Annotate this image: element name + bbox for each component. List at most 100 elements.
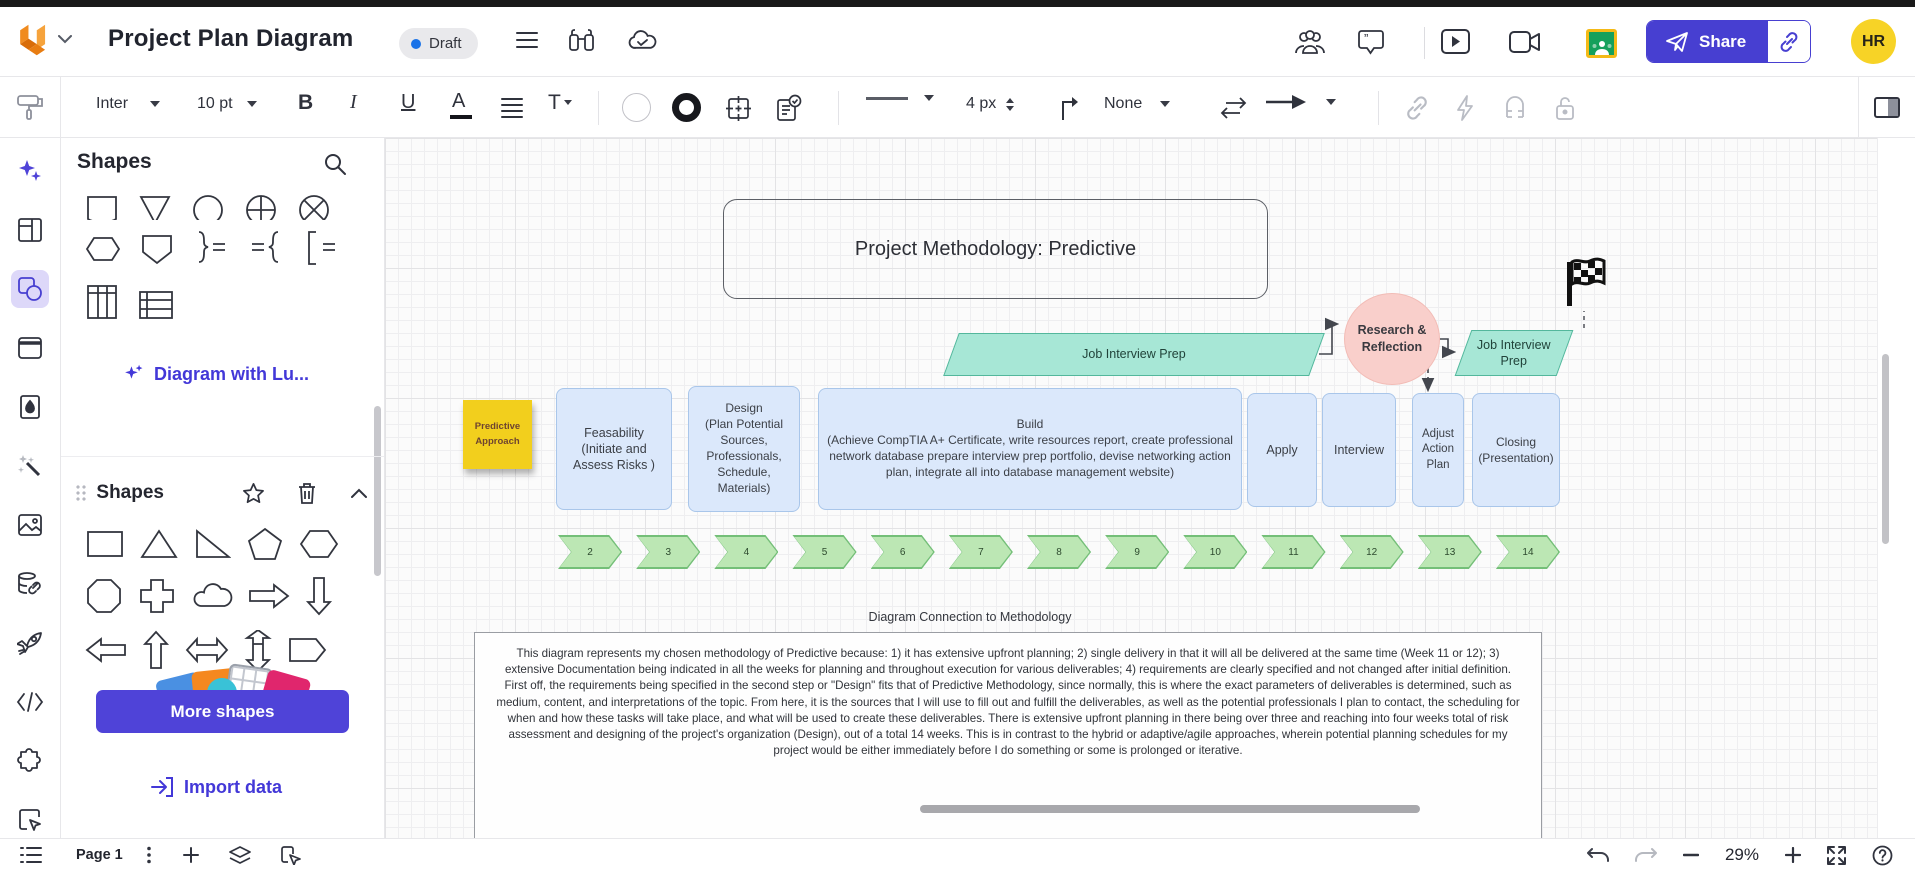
canvas-vertical-scrollbar[interactable] xyxy=(1877,138,1893,838)
code-embed-icon[interactable] xyxy=(11,683,49,721)
process-parallelogram[interactable]: Job Interview Prep xyxy=(943,333,1325,376)
text-style-dropdown[interactable]: T xyxy=(548,91,572,115)
arrowhead-dropdown[interactable] xyxy=(1266,95,1336,109)
phase-box-design[interactable]: Design (Plan Potential Sources, Professi… xyxy=(688,386,800,512)
zoom-level[interactable]: 29% xyxy=(1724,845,1759,864)
shape-rectangle[interactable] xyxy=(85,527,125,561)
find-binoculars-icon[interactable] xyxy=(568,27,595,53)
underline-button[interactable]: U xyxy=(401,91,416,113)
diagram-with-lucid-ai-link[interactable]: Diagram with Lu... xyxy=(61,363,371,385)
bold-button[interactable]: B xyxy=(298,91,314,114)
shape-arrow-left-right[interactable] xyxy=(185,636,229,664)
collapse-chevron-icon[interactable] xyxy=(351,488,367,498)
lock-icon[interactable] xyxy=(1553,94,1577,122)
follow-cursor-icon[interactable] xyxy=(280,845,301,865)
week-chevron[interactable]: 11 xyxy=(1261,535,1325,569)
shape-bracket-left[interactable] xyxy=(303,230,339,266)
text-align-icon[interactable] xyxy=(500,96,524,118)
zoom-in-button[interactable] xyxy=(1785,847,1801,863)
copy-link-button[interactable] xyxy=(1768,21,1811,62)
week-chevron[interactable]: 3 xyxy=(636,535,700,569)
line-style-dropdown[interactable] xyxy=(866,95,934,101)
pages-list-icon[interactable] xyxy=(20,846,42,864)
scrollbar-thumb[interactable] xyxy=(1882,354,1889,544)
share-button[interactable]: Share xyxy=(1646,20,1812,63)
methodology-note-box[interactable]: This diagram represents my chosen method… xyxy=(474,632,1542,838)
fill-color-swatch[interactable] xyxy=(622,93,651,122)
shape-triangle-down[interactable] xyxy=(138,193,172,220)
shape-arrow-up-down[interactable] xyxy=(244,630,272,670)
swap-arrows-icon[interactable] xyxy=(1218,95,1248,121)
lucid-logo-icon[interactable] xyxy=(16,21,52,59)
line-end-dropdown[interactable]: None xyxy=(1104,95,1171,113)
layout-panel-icon[interactable] xyxy=(11,211,49,249)
shape-table-columns[interactable] xyxy=(85,284,119,320)
diagram-canvas[interactable]: Project Methodology: Predictive Job Inte… xyxy=(385,138,1893,838)
shape-table-rows[interactable] xyxy=(138,290,174,320)
shape-cloud[interactable] xyxy=(191,580,233,612)
quick-actions-lightning-icon[interactable] xyxy=(1454,94,1476,122)
magic-wand-icon[interactable] xyxy=(11,447,49,485)
week-chevron[interactable]: 9 xyxy=(1105,535,1169,569)
ink-document-icon[interactable] xyxy=(11,388,49,426)
week-chevron[interactable]: 4 xyxy=(714,535,778,569)
phase-box-build[interactable]: Build (Achieve CompTIA A+ Certificate, w… xyxy=(818,388,1242,510)
right-panel-toggle[interactable] xyxy=(1858,77,1915,137)
page-tab[interactable]: Page 1 xyxy=(76,847,123,863)
week-chevron[interactable]: 12 xyxy=(1340,535,1404,569)
shape-octagon[interactable] xyxy=(85,577,123,615)
more-shapes-button[interactable]: More shapes xyxy=(96,690,349,733)
stroke-color-swatch[interactable] xyxy=(672,93,701,122)
logo-menu-caret-icon[interactable] xyxy=(58,35,72,44)
hyperlink-icon[interactable] xyxy=(1404,95,1430,121)
comments-icon[interactable]: ” xyxy=(1356,29,1386,57)
week-chevron[interactable]: 2 xyxy=(558,535,622,569)
shape-arrow-left[interactable] xyxy=(85,636,127,664)
shape-card[interactable] xyxy=(85,193,119,220)
add-page-button[interactable] xyxy=(182,847,199,863)
shape-shield-down[interactable] xyxy=(140,232,174,266)
redo-icon[interactable] xyxy=(1634,847,1657,863)
research-reflection-circle[interactable]: Research & Reflection xyxy=(1344,293,1440,385)
undo-icon[interactable] xyxy=(1586,847,1609,863)
zoom-out-button[interactable] xyxy=(1682,853,1699,857)
user-avatar[interactable]: HR xyxy=(1851,19,1896,64)
help-icon[interactable] xyxy=(1872,845,1893,866)
search-icon[interactable] xyxy=(323,152,347,176)
page-menu-dots-icon[interactable] xyxy=(146,846,151,864)
phase-box-adjust-action-plan[interactable]: Adjust Action Plan xyxy=(1412,393,1464,507)
process-parallelogram[interactable]: Job Interview Prep xyxy=(1454,330,1574,376)
google-classroom-icon[interactable] xyxy=(1586,29,1617,58)
week-chevron[interactable]: 14 xyxy=(1496,535,1560,569)
font-family-dropdown[interactable]: Inter xyxy=(96,95,161,113)
shape-summing-junction[interactable] xyxy=(297,193,331,220)
paint-roller-icon[interactable] xyxy=(0,77,61,137)
shapes-tool-icon[interactable] xyxy=(11,270,49,308)
favorite-star-icon[interactable] xyxy=(242,482,265,504)
document-title[interactable]: Project Plan Diagram xyxy=(108,25,354,52)
shape-signpost[interactable] xyxy=(287,636,327,664)
phase-box-feasability[interactable]: Feasability (Initiate and Assess Risks ) xyxy=(556,388,672,510)
layers-icon[interactable] xyxy=(228,845,251,865)
phase-box-interview[interactable]: Interview xyxy=(1322,393,1396,507)
data-linking-icon[interactable] xyxy=(11,565,49,603)
shape-pentagon[interactable] xyxy=(246,526,284,562)
canvas-horizontal-scrollbar[interactable] xyxy=(920,805,1420,813)
trash-icon[interactable] xyxy=(297,482,317,505)
week-chevron[interactable]: 10 xyxy=(1183,535,1247,569)
present-play-icon[interactable] xyxy=(1440,28,1471,55)
shape-circle[interactable] xyxy=(191,193,225,220)
magnetize-icon[interactable] xyxy=(1502,95,1528,121)
shape-arrow-right[interactable] xyxy=(248,582,290,610)
rocket-icon[interactable] xyxy=(11,624,49,662)
drag-handle-icon[interactable] xyxy=(75,484,87,502)
window-browser-icon[interactable] xyxy=(11,329,49,367)
shape-or-junction[interactable] xyxy=(244,193,278,220)
fullscreen-icon[interactable] xyxy=(1827,845,1846,865)
finish-flag-icon[interactable] xyxy=(1563,256,1609,306)
shape-arrow-down[interactable] xyxy=(305,576,333,616)
status-badge[interactable]: Draft xyxy=(399,28,478,59)
shape-cross[interactable] xyxy=(138,577,176,615)
shape-hexagon[interactable] xyxy=(299,527,339,561)
shape-brace-right[interactable] xyxy=(193,230,229,266)
